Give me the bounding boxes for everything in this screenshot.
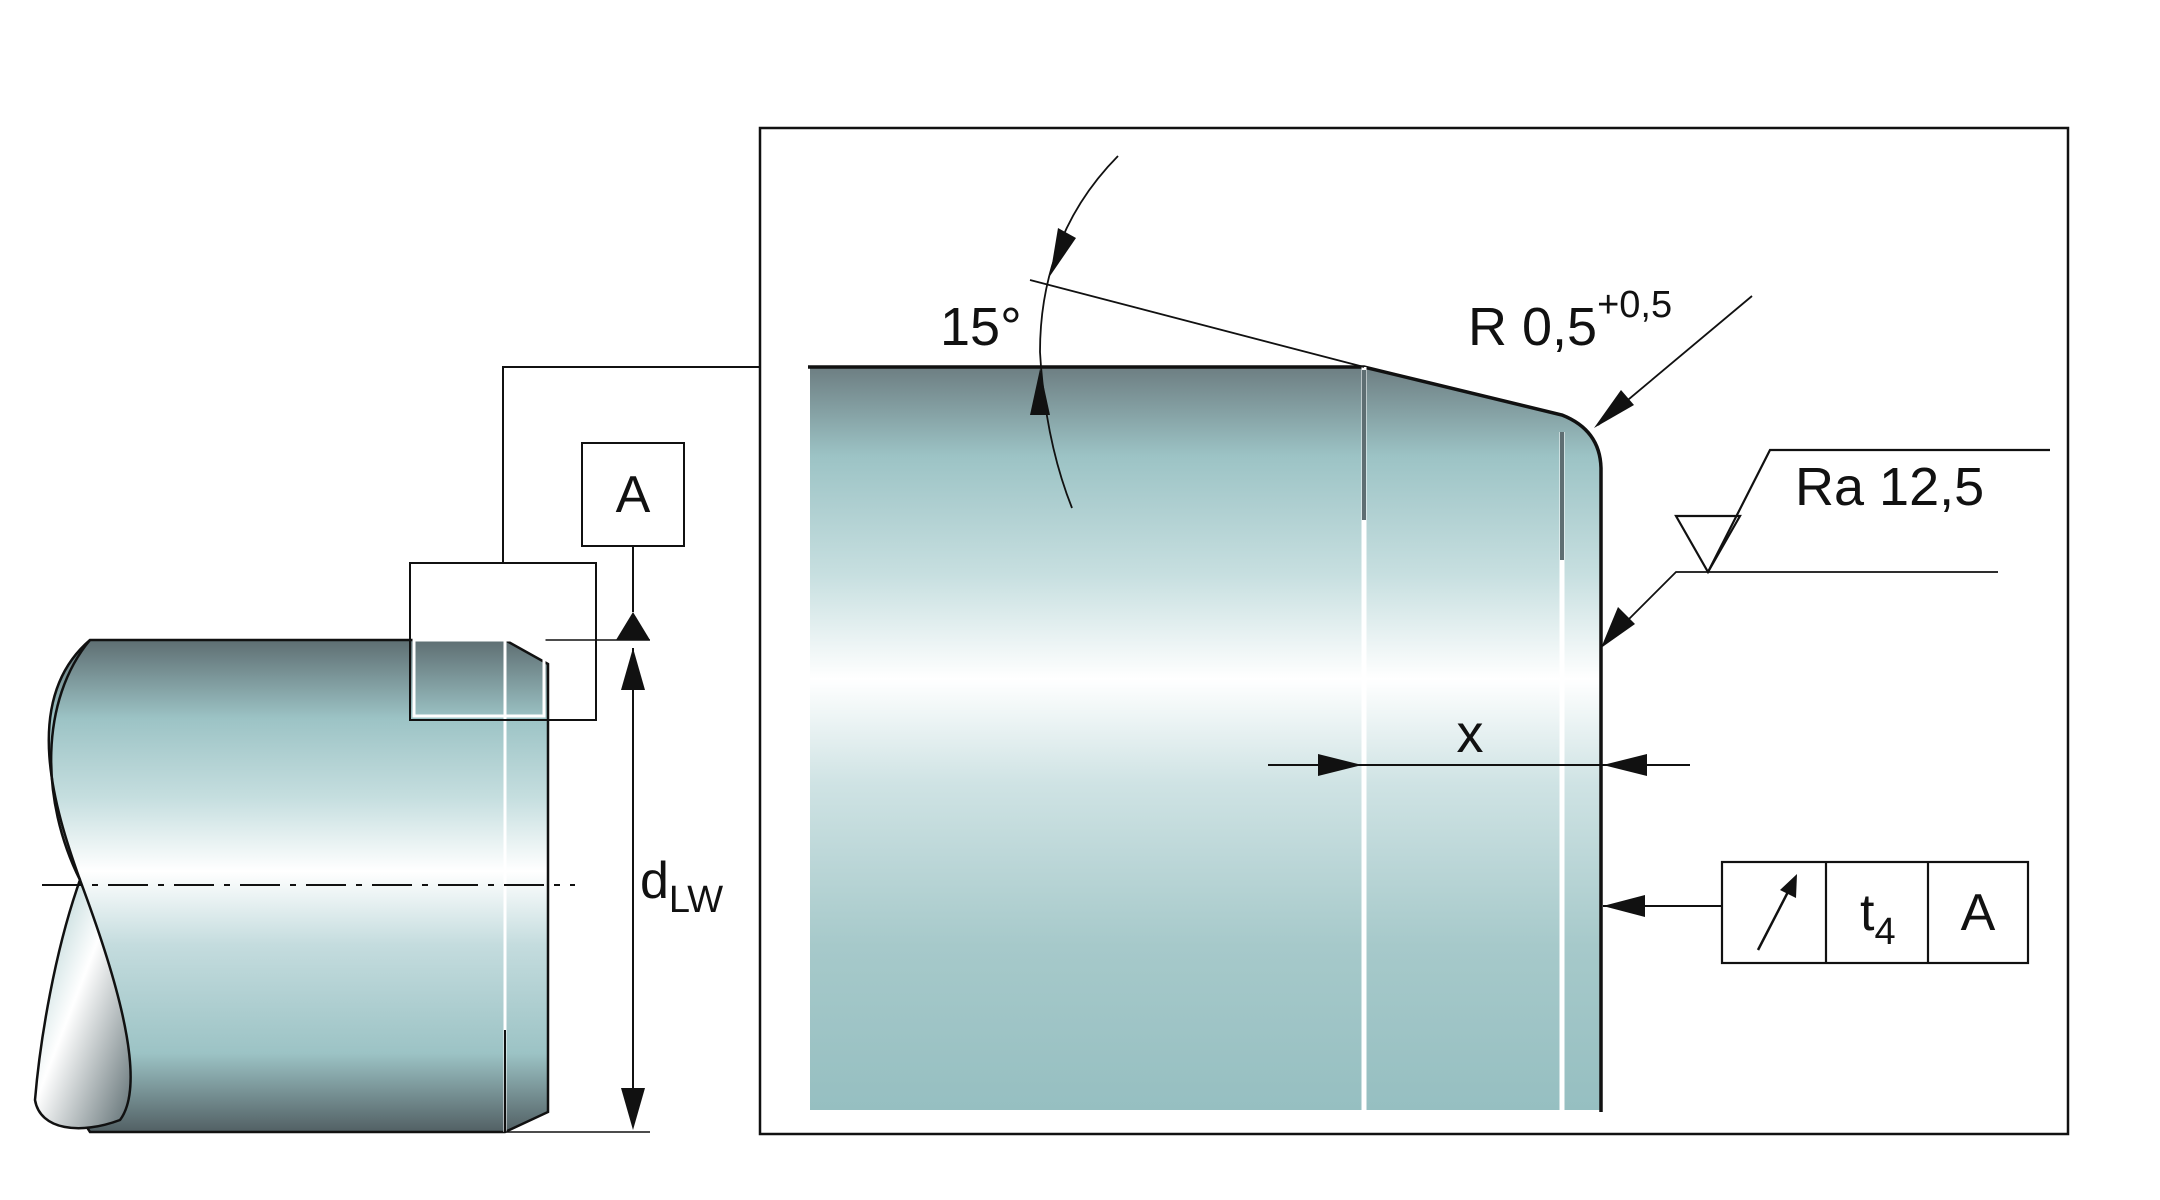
roughness-annotation: Ra 12,5 (1601, 448, 2050, 648)
datum-box (581, 442, 685, 547)
roughness-symbol-long-leg (1707, 448, 2050, 573)
roller-break-line (49, 639, 91, 881)
circular-runout-arrow-icon (1756, 874, 1797, 951)
roughness-arrow-icon (1601, 607, 1635, 648)
angle-arrow-bottom-icon (1030, 369, 1050, 415)
fcf-box (1720, 860, 2030, 965)
detail-profile (808, 365, 1603, 1112)
surface-texture-triangle-icon (1674, 514, 1742, 575)
detail-top-edge (808, 365, 1603, 1112)
diameter-dimension: dLW (621, 648, 723, 1130)
datum-triangle-icon (616, 612, 650, 640)
roughness-label: Ra 12,5 (1795, 457, 1984, 517)
datum-feature-a: A (581, 442, 685, 640)
detail-leader (502, 366, 760, 563)
arrow-down-icon (621, 1088, 645, 1130)
tolerance-label: t4 (1860, 884, 1896, 953)
roller-break-face (33, 876, 132, 1130)
feature-control-frame: t4 A (1603, 860, 2030, 965)
arrow-up-icon (621, 648, 645, 690)
angle-reference-line (1029, 279, 1365, 368)
angle-arrow-top-icon (1050, 228, 1076, 276)
radius-label: R 0,5+0,5 (1468, 284, 1672, 357)
detail-body (810, 367, 1601, 1110)
angle-annotation: 15° (940, 155, 1365, 509)
angle-label: 15° (940, 297, 1022, 357)
datum-label: A (616, 466, 651, 524)
x-dimension: x (1268, 704, 1690, 776)
x-arrow-left-icon (1318, 754, 1362, 776)
fcf-datum-label: A (1961, 884, 1996, 942)
detail-marker-box-inner (412, 638, 546, 718)
x-arrow-right-icon (1603, 754, 1647, 776)
fcf-arrow-icon (1603, 895, 1645, 917)
radius-annotation: R 0,5+0,5 (1468, 284, 1753, 428)
roller-overview (33, 638, 650, 1134)
x-label: x (1457, 704, 1484, 764)
radius-arrow-icon (1594, 390, 1634, 428)
diameter-label: dLW (640, 852, 723, 921)
angle-arc (1039, 155, 1119, 509)
